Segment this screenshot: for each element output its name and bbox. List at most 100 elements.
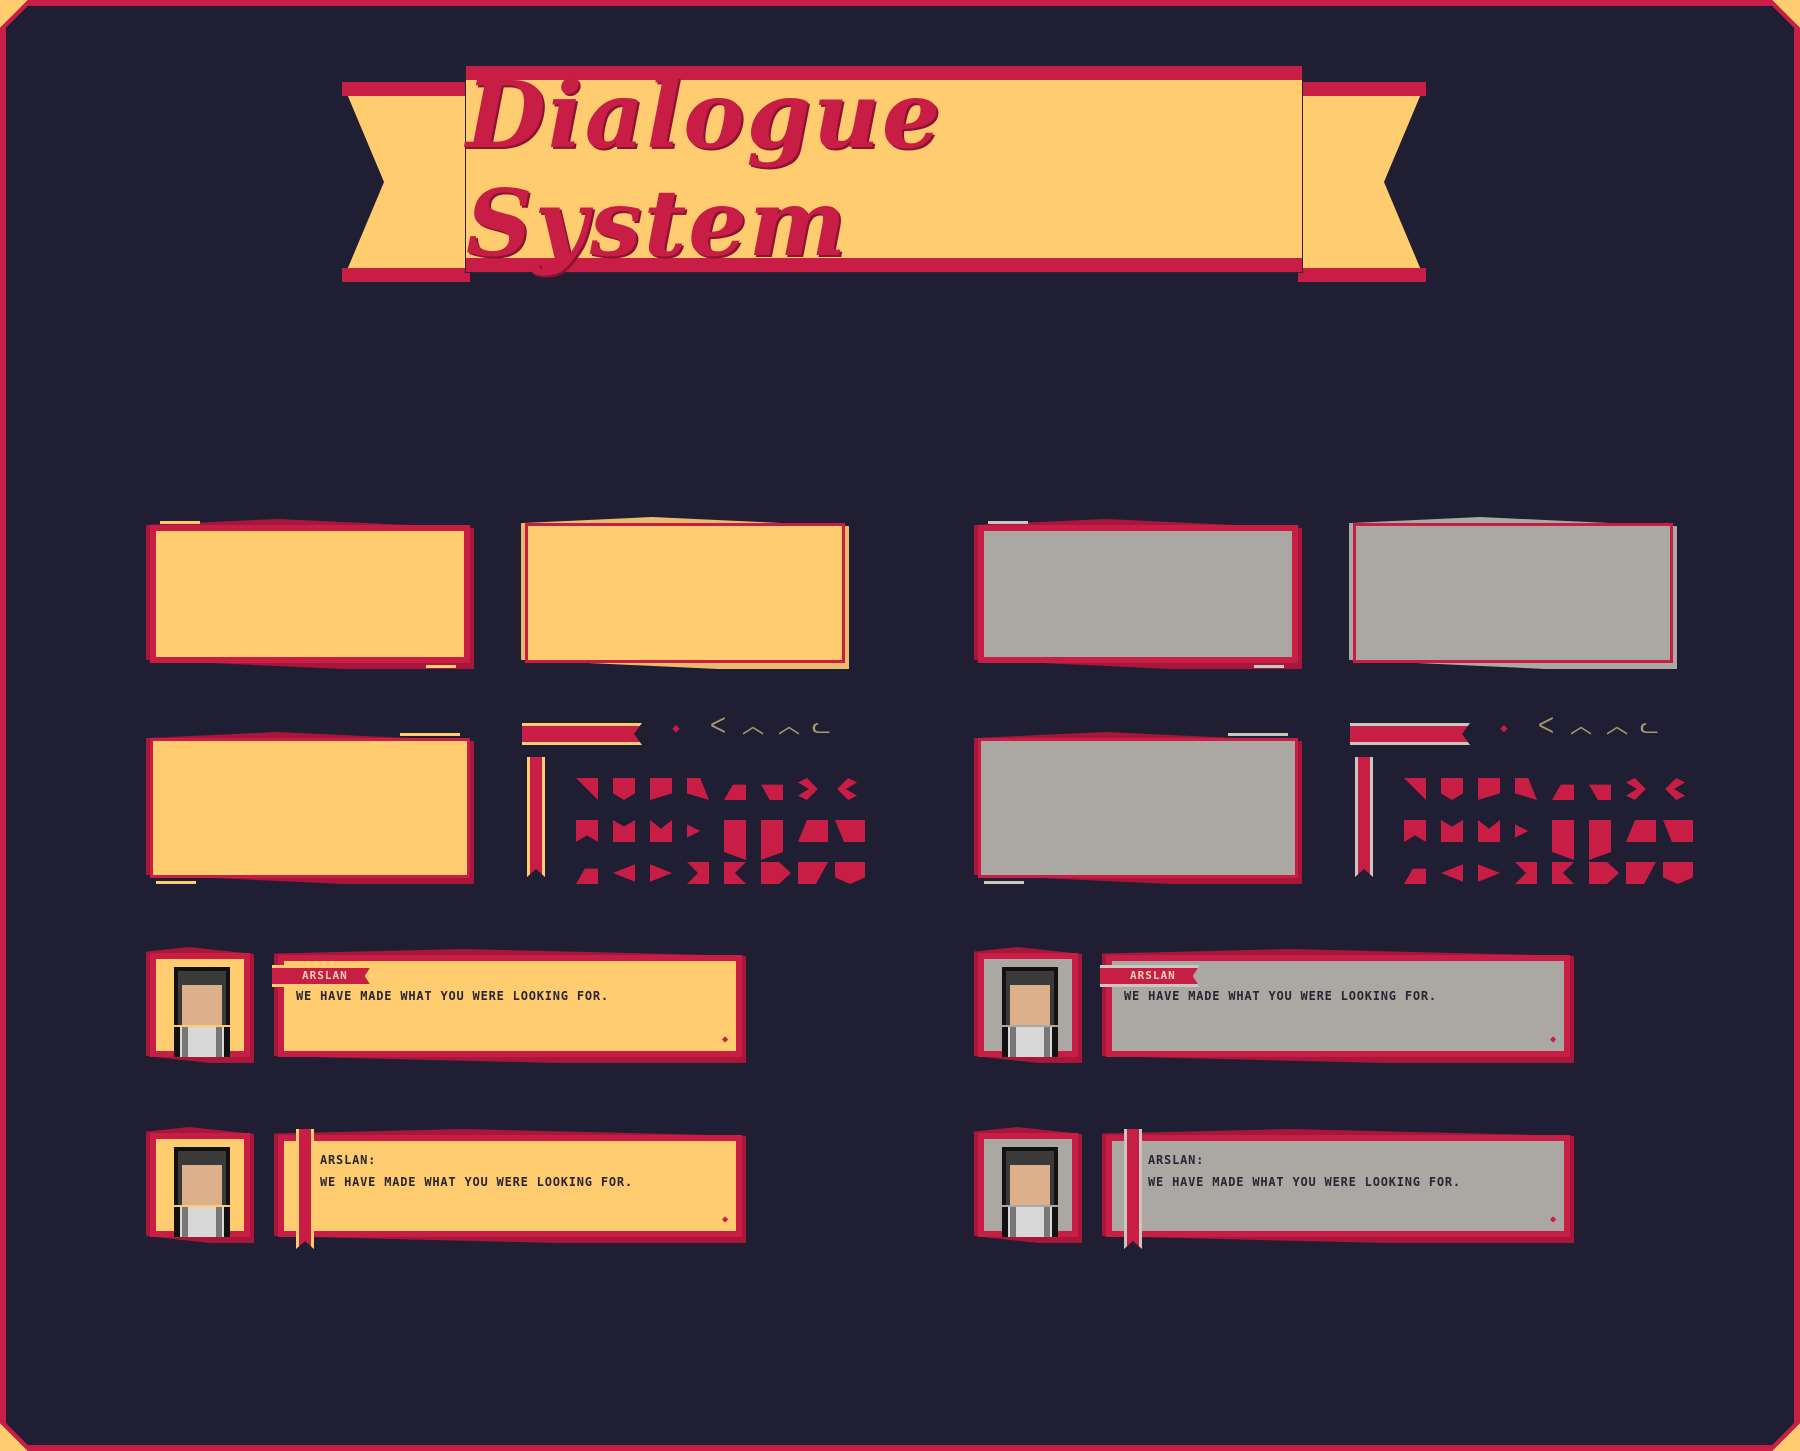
yellow-vertical-ribbon bbox=[527, 757, 545, 877]
ornament-shape bbox=[1404, 778, 1426, 800]
corner-ornament-top-right bbox=[1740, 0, 1800, 40]
yellow-panel-thin-1 bbox=[521, 517, 849, 669]
ornament-shape bbox=[798, 778, 818, 800]
ornament-shape bbox=[761, 784, 783, 800]
ornament-shape bbox=[1589, 784, 1611, 800]
yellow-dialogue-box-1[interactable]: ARSLAN WE HAVE MADE WHAT YOU WERE LOOKIN… bbox=[278, 949, 746, 1063]
ornament-shape bbox=[576, 868, 598, 884]
corner-ornament-top-left bbox=[0, 0, 60, 40]
ornament-shape bbox=[576, 820, 598, 842]
ornament-shape bbox=[1589, 820, 1611, 860]
next-indicator-icon: ⬩ bbox=[1500, 716, 1508, 741]
gray-vertical-ribbon bbox=[1355, 757, 1373, 877]
page-title: Dialogue System bbox=[466, 61, 943, 277]
character-portrait-arslan bbox=[170, 967, 234, 1057]
ornament-shape bbox=[835, 862, 865, 884]
next-indicator-icon: ⬩ bbox=[672, 716, 680, 741]
double-chevron-left-icon: ᐸ bbox=[1538, 714, 1555, 739]
dialogue-text: WE HAVE MADE WHAT YOU WERE LOOKING FOR. bbox=[1124, 989, 1437, 1003]
ornament-shape bbox=[724, 820, 746, 860]
next-indicator-icon[interactable]: ⬩ bbox=[1550, 1209, 1556, 1228]
yellow-dialogue-box-2[interactable]: ARSLAN: WE HAVE MADE WHAT YOU WERE LOOKI… bbox=[274, 1129, 746, 1237]
ornament-shape bbox=[1441, 820, 1463, 842]
corner-ornament-bottom-right bbox=[1740, 1411, 1800, 1451]
curl-ornament-icon: ᓚ bbox=[812, 714, 831, 739]
ornament-shape bbox=[687, 862, 709, 884]
character-portrait-arslan bbox=[998, 967, 1062, 1057]
title-banner: Dialogue System bbox=[342, 61, 1426, 286]
ornament-shape bbox=[1552, 820, 1574, 860]
ornament-shape bbox=[650, 778, 672, 800]
ornament-shape bbox=[1404, 820, 1426, 842]
gray-portrait-frame-2 bbox=[974, 1127, 1082, 1243]
bookmark-ribbon bbox=[1124, 1129, 1142, 1249]
banner-tail-left bbox=[342, 82, 470, 282]
ornament-shape bbox=[837, 778, 857, 800]
ornament-shape bbox=[761, 862, 791, 884]
ornament-shape bbox=[1515, 778, 1537, 800]
ornament-shape bbox=[1515, 862, 1537, 884]
next-indicator-icon[interactable]: ⬩ bbox=[722, 1209, 728, 1228]
gray-panel-thin-2 bbox=[974, 732, 1302, 884]
double-chevron-up-alt-icon: ︿ bbox=[778, 714, 801, 739]
ornament-shape bbox=[835, 820, 865, 842]
yellow-panel-thin-2 bbox=[146, 732, 474, 884]
banner-center: Dialogue System bbox=[466, 61, 1302, 277]
gray-dialogue-box-1[interactable]: ARSLAN WE HAVE MADE WHAT YOU WERE LOOKIN… bbox=[1106, 949, 1574, 1063]
ornament-shape bbox=[1478, 820, 1500, 842]
ornament-shape bbox=[650, 820, 672, 842]
yellow-horizontal-ribbon bbox=[522, 723, 642, 745]
ornament-shape bbox=[613, 820, 635, 842]
ornament-shape bbox=[798, 862, 828, 884]
double-chevron-up-icon: ︿ bbox=[742, 714, 765, 739]
yellow-portrait-frame-2 bbox=[146, 1127, 254, 1243]
curl-ornament-icon: ᓚ bbox=[1640, 714, 1659, 739]
ornament-shape bbox=[1626, 778, 1646, 800]
ornament-shape bbox=[761, 820, 783, 860]
ornament-shape bbox=[1626, 820, 1656, 842]
character-portrait-arslan bbox=[998, 1147, 1062, 1237]
gray-ornament-shapes bbox=[1404, 778, 1697, 900]
ornament-shape bbox=[1478, 864, 1500, 882]
double-chevron-up-alt-icon: ︿ bbox=[1606, 714, 1629, 739]
speaker-label: ARSLAN: bbox=[1148, 1153, 1205, 1167]
ornament-shape bbox=[1552, 784, 1574, 800]
bookmark-ribbon bbox=[296, 1129, 314, 1249]
ornament-shape bbox=[1404, 868, 1426, 884]
banner-tail-right bbox=[1298, 82, 1426, 282]
ornament-shape bbox=[1589, 862, 1619, 884]
ornament-shape bbox=[650, 864, 672, 882]
ornament-shape bbox=[687, 778, 709, 800]
speaker-label: ARSLAN: bbox=[320, 1153, 377, 1167]
ornament-shape bbox=[1478, 778, 1500, 800]
gray-horizontal-ribbon bbox=[1350, 723, 1470, 745]
ornament-shape bbox=[724, 862, 746, 884]
double-chevron-left-icon: ᐸ bbox=[710, 714, 727, 739]
speaker-name-tag: ARSLAN bbox=[272, 965, 372, 987]
ornament-shape bbox=[1665, 778, 1685, 800]
double-chevron-up-icon: ︿ bbox=[1570, 714, 1593, 739]
ornament-shape bbox=[613, 778, 635, 800]
gray-portrait-frame-1 bbox=[974, 947, 1082, 1063]
dialogue-text: WE HAVE MADE WHAT YOU WERE LOOKING FOR. bbox=[296, 989, 609, 1003]
ornament-shape bbox=[1515, 824, 1529, 838]
yellow-portrait-frame-1 bbox=[146, 947, 254, 1063]
corner-ornament-bottom-left bbox=[0, 1411, 60, 1451]
ornament-shape bbox=[613, 864, 635, 882]
character-portrait-arslan bbox=[170, 1147, 234, 1237]
ornament-shape bbox=[1441, 864, 1463, 882]
gray-dialogue-box-2[interactable]: ARSLAN: WE HAVE MADE WHAT YOU WERE LOOKI… bbox=[1102, 1129, 1574, 1237]
yellow-panel-thick-1 bbox=[146, 519, 474, 669]
gray-panel-thin-1 bbox=[1349, 517, 1677, 669]
gray-panel-thick-1 bbox=[974, 519, 1302, 669]
ornament-shape bbox=[687, 824, 701, 838]
dialogue-text: WE HAVE MADE WHAT YOU WERE LOOKING FOR. bbox=[1148, 1175, 1461, 1189]
ornament-shape bbox=[1663, 862, 1693, 884]
ornament-shape bbox=[1552, 862, 1574, 884]
ornament-shape bbox=[576, 778, 598, 800]
ornament-shape bbox=[798, 820, 828, 842]
next-indicator-icon[interactable]: ⬩ bbox=[722, 1029, 728, 1048]
dialogue-text: WE HAVE MADE WHAT YOU WERE LOOKING FOR. bbox=[320, 1175, 633, 1189]
ornament-shape bbox=[1626, 862, 1656, 884]
next-indicator-icon[interactable]: ⬩ bbox=[1550, 1029, 1556, 1048]
